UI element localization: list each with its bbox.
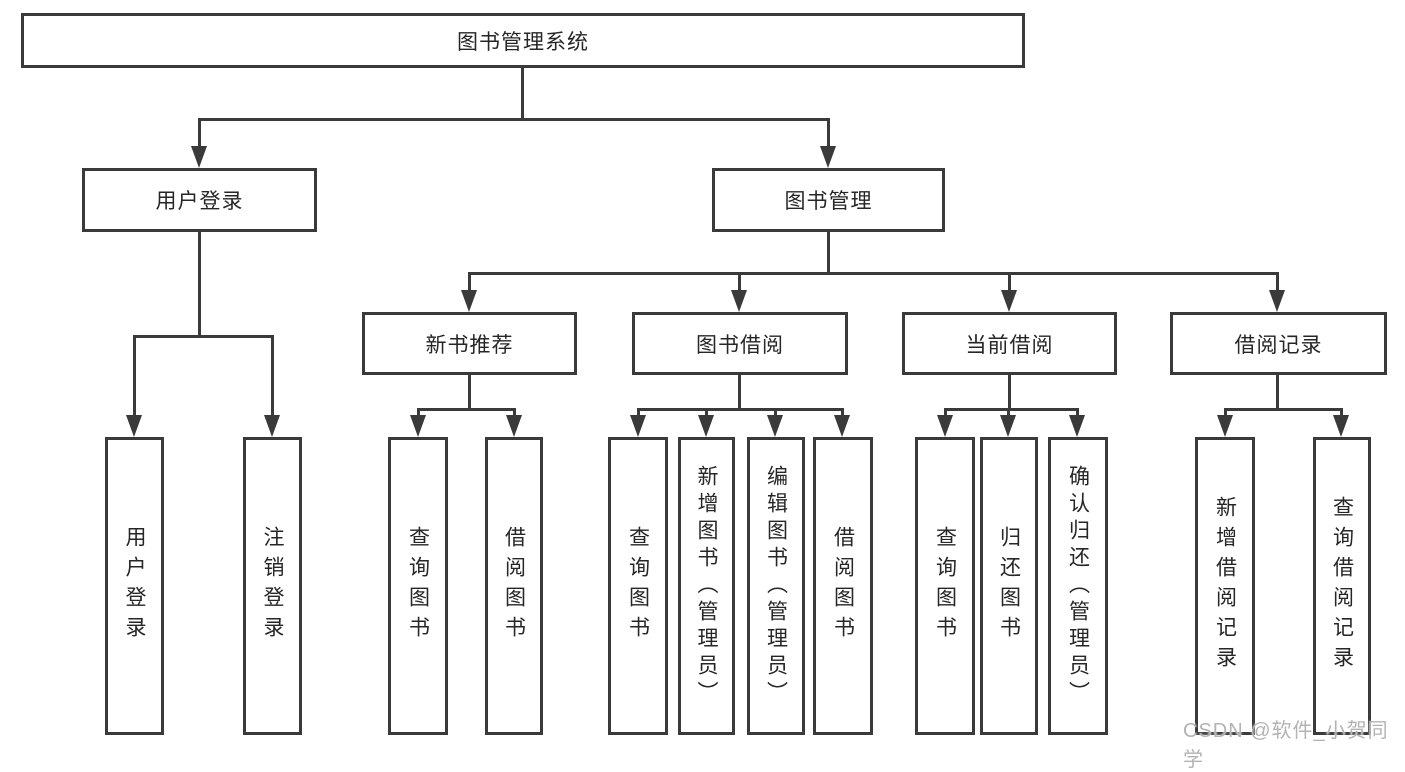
connector-drop-nb-query xyxy=(417,408,420,420)
node-cb-return: 归还图书 xyxy=(980,437,1038,735)
node-nb-borrow: 借阅图书 xyxy=(485,437,543,735)
connector-new-books-stem xyxy=(468,375,471,408)
connector-drop-nb-borrow xyxy=(513,408,516,420)
node-user-login: 用户登录 xyxy=(82,168,317,232)
diagram-canvas: 图书管理系统 用户登录 图书管理 新书推荐 图书借阅 当前借阅 借阅记录 xyxy=(21,13,1388,771)
node-cb-query: 查询图书 xyxy=(915,437,975,735)
node-bb-add-label: 新增图书（管理员） xyxy=(695,464,718,708)
connector-drop-book-mgmt xyxy=(827,118,830,150)
arrowhead-cb-return xyxy=(1000,415,1016,437)
connector-drop-cb-confirm xyxy=(1076,408,1079,420)
node-new-books: 新书推荐 xyxy=(362,312,577,375)
node-leaf-user-login-label: 用户登录 xyxy=(123,526,146,646)
csdn-watermark: CSDN @软件_小贺同学 xyxy=(1183,720,1389,771)
connector-drop-borrow-records xyxy=(1276,272,1279,295)
connector-drop-bb-query xyxy=(637,408,640,420)
connector-borrow-records-bar xyxy=(1224,408,1342,411)
node-bb-query: 查询图书 xyxy=(608,437,668,735)
arrowhead-current-borrow xyxy=(1001,290,1017,312)
node-current-borrow-label: 当前借阅 xyxy=(965,333,1054,357)
arrowhead-nb-query xyxy=(410,415,426,437)
node-nb-query-label: 查询图书 xyxy=(406,526,430,646)
node-root-label: 图书管理系统 xyxy=(457,30,589,54)
node-bb-edit-label: 编辑图书（管理员） xyxy=(764,464,788,708)
arrowhead-book-mgmt xyxy=(820,146,836,168)
node-book-borrow: 图书借阅 xyxy=(632,312,848,375)
node-br-query: 查询借阅记录 xyxy=(1313,437,1371,735)
node-bb-edit: 编辑图书（管理员） xyxy=(747,437,805,735)
arrowhead-new-books xyxy=(461,290,477,312)
node-nb-query: 查询图书 xyxy=(388,437,448,735)
arrowhead-cb-query xyxy=(937,415,953,437)
connector-drop-bb-add xyxy=(705,408,708,420)
arrowhead-borrow-records xyxy=(1269,290,1285,312)
node-cb-confirm: 确认归还（管理员） xyxy=(1048,437,1108,735)
connector-new-books-bar xyxy=(417,408,516,411)
node-user-login-label: 用户登录 xyxy=(155,190,244,213)
connector-drop-leaf-logout xyxy=(271,335,274,420)
node-br-add-label: 新增借阅记录 xyxy=(1213,496,1237,676)
connector-drop-book-borrow xyxy=(738,272,741,295)
node-leaf-logout-label: 注销登录 xyxy=(261,526,284,646)
connector-drop-cb-return xyxy=(1007,408,1010,420)
node-borrow-records-label: 借阅记录 xyxy=(1234,333,1323,357)
connector-drop-current-borrow xyxy=(1008,272,1011,295)
node-cb-confirm-label: 确认归还（管理员） xyxy=(1066,464,1090,708)
connector-drop-user-login xyxy=(198,118,201,150)
node-book-mgmt: 图书管理 xyxy=(712,168,945,232)
arrowhead-bb-edit xyxy=(767,415,783,437)
node-nb-borrow-label: 借阅图书 xyxy=(502,526,526,646)
node-book-mgmt-label: 图书管理 xyxy=(784,190,873,213)
connector-book-mgmt-bar xyxy=(469,272,1279,275)
arrowhead-br-query xyxy=(1333,415,1349,437)
connector-drop-bb-borrow xyxy=(841,408,844,420)
node-bb-query-label: 查询图书 xyxy=(626,526,650,646)
connector-book-mgmt-stem xyxy=(827,232,830,272)
connector-drop-bb-edit xyxy=(774,408,777,420)
connector-book-borrow-bar xyxy=(637,408,844,411)
node-br-query-label: 查询借阅记录 xyxy=(1330,496,1354,676)
connector-root-bar xyxy=(199,118,830,121)
node-br-add: 新增借阅记录 xyxy=(1195,437,1255,735)
arrowhead-bb-borrow xyxy=(834,415,850,437)
arrowhead-br-add xyxy=(1217,415,1233,437)
arrowhead-leaf-user-login xyxy=(126,415,142,437)
connector-drop-new-books xyxy=(468,272,471,295)
node-bb-borrow: 借阅图书 xyxy=(813,437,873,735)
connector-borrow-records-stem xyxy=(1276,375,1279,408)
connector-drop-br-add xyxy=(1224,408,1227,420)
node-leaf-logout: 注销登录 xyxy=(243,437,302,735)
arrowhead-bb-add xyxy=(698,415,714,437)
connector-root-stem xyxy=(521,68,524,118)
node-leaf-user-login: 用户登录 xyxy=(105,437,164,735)
node-bb-borrow-label: 借阅图书 xyxy=(831,526,855,646)
node-root: 图书管理系统 xyxy=(21,13,1025,68)
node-book-borrow-label: 图书借阅 xyxy=(696,333,784,357)
connector-drop-leaf-user-login xyxy=(133,335,136,420)
connector-current-borrow-stem xyxy=(1008,375,1011,408)
arrowhead-bb-query xyxy=(630,415,646,437)
connector-current-borrow-bar xyxy=(944,408,1079,411)
arrowhead-book-borrow xyxy=(731,290,747,312)
connector-user-login-bar xyxy=(133,335,274,338)
node-borrow-records: 借阅记录 xyxy=(1170,312,1387,375)
connector-book-borrow-stem xyxy=(738,375,741,408)
arrowhead-user-login xyxy=(191,146,207,168)
node-cb-return-label: 归还图书 xyxy=(997,526,1021,646)
connector-drop-br-query xyxy=(1340,408,1343,420)
node-cb-query-label: 查询图书 xyxy=(933,526,957,646)
node-current-borrow: 当前借阅 xyxy=(902,312,1117,375)
node-new-books-label: 新书推荐 xyxy=(425,333,514,357)
arrowhead-cb-confirm xyxy=(1069,415,1085,437)
connector-drop-cb-query xyxy=(944,408,947,420)
arrowhead-leaf-logout xyxy=(264,415,280,437)
arrowhead-nb-borrow xyxy=(506,415,522,437)
node-bb-add: 新增图书（管理员） xyxy=(678,437,735,735)
connector-user-login-stem xyxy=(198,232,201,335)
